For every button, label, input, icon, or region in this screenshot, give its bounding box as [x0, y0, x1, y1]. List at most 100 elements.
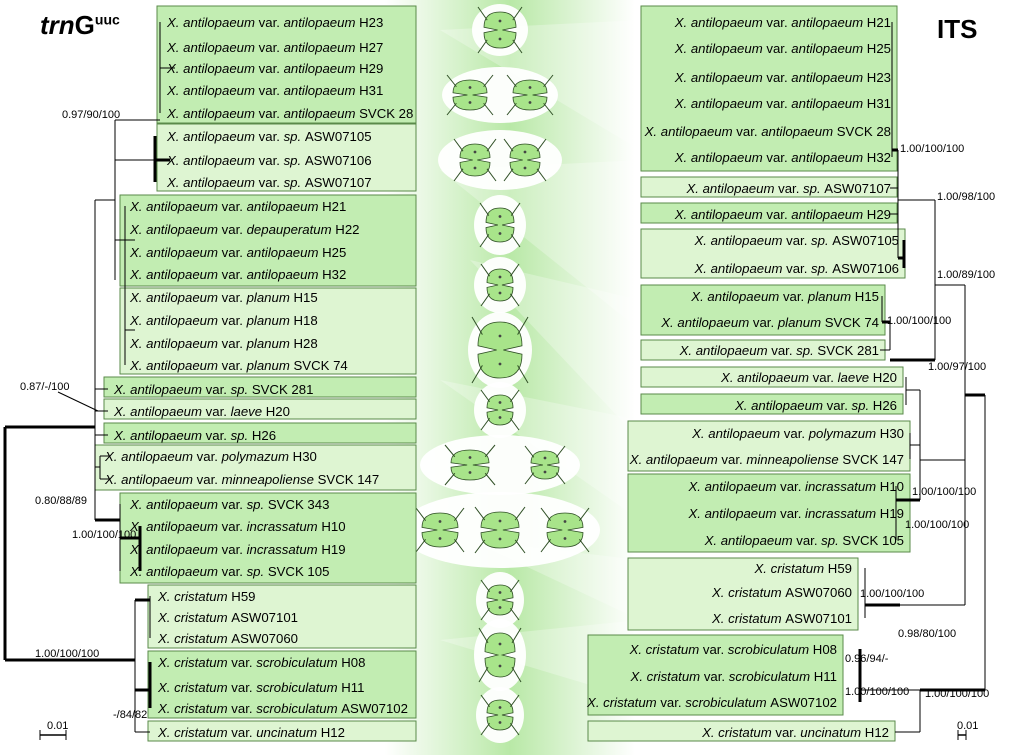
cell-spine — [524, 472, 535, 485]
cell-body — [485, 207, 515, 243]
right-support-value: 1.00/100/100 — [900, 143, 964, 155]
cell-body — [509, 143, 541, 177]
right-taxon-group: X. antilopaeum var. sp. SVCK 281 — [640, 339, 886, 361]
taxon-box — [147, 584, 417, 649]
cell-spine — [480, 694, 491, 708]
right-support-value: 0.98/80/100 — [898, 628, 956, 640]
taxon-label: X. cristatum var. scrobiculatum H11 — [157, 680, 364, 695]
taxon-label: X. antilopaeum var. sp. SVCK 105 — [129, 564, 329, 579]
cell-dot — [498, 37, 502, 41]
desmid-cell-icon — [444, 444, 496, 486]
right-taxon-group: X. antilopaeum var. antilopaeum H21 X. an… — [640, 5, 898, 172]
taxon-label: X. antilopaeum var. laeve H20 — [720, 370, 897, 385]
taxon-box — [640, 228, 906, 279]
cell-body — [450, 449, 490, 481]
right-support-value: 1.00/100/100 — [925, 688, 989, 700]
left-taxon-group: X. antilopaeum var. sp. SVCK 281 — [103, 376, 417, 398]
cell-dot — [438, 520, 442, 523]
cell-dot — [498, 642, 502, 646]
cell-spine — [480, 293, 491, 307]
cell-body — [452, 79, 488, 111]
taxon-box — [119, 492, 417, 584]
cell-dot — [468, 471, 472, 474]
taxon-label: X. antilopaeum var. sp. H26 — [113, 428, 276, 443]
cell-illustrations — [400, 4, 600, 743]
taxon-label: X. antilopaeum var. antilopaeum H29 — [166, 61, 383, 76]
taxon-label: X. antilopaeum var. laeve H20 — [113, 404, 290, 419]
cell-spine — [509, 607, 520, 621]
cell-spine — [446, 102, 457, 116]
cell-spine — [480, 389, 491, 403]
taxon-box — [156, 5, 417, 124]
cell-spine — [524, 445, 535, 458]
taxon-label: X. antilopaeum var. antilopaeum SVCK 28 — [644, 124, 891, 139]
cell-spine — [509, 293, 520, 307]
cell-spine — [484, 444, 496, 458]
cell-body — [459, 143, 491, 177]
cell-backdrop — [438, 130, 562, 190]
cell-spine — [536, 138, 547, 152]
taxon-label: X. antilopaeum var. sp. SVCK 343 — [129, 497, 329, 512]
cell-dot — [543, 470, 547, 474]
taxon-box — [119, 287, 417, 375]
cell-spine — [510, 202, 521, 216]
desmid-cell-icon — [480, 579, 520, 621]
taxon-box — [94, 444, 417, 491]
desmid-cell-icon — [415, 507, 465, 553]
taxon-label: X. antilopaeum var. antilopaeum H25 — [674, 41, 891, 56]
cell-dot — [468, 456, 472, 459]
cell-spine — [506, 102, 517, 116]
cell-dot — [438, 537, 442, 540]
taxon-label: X. antilopaeum var. antilopaeum H25 — [129, 245, 346, 260]
cell-spine — [540, 539, 551, 553]
cell-spine — [511, 627, 522, 644]
taxon-label: X. antilopaeum var. incrassatum H10 — [687, 479, 904, 494]
taxon-box — [627, 557, 859, 631]
cell-spine — [478, 666, 489, 683]
taxon-label: X. antilopaeum var. incrassatum H19 — [129, 542, 346, 557]
cell-dot — [498, 334, 502, 338]
right-support-value: 1.00/100/100 — [912, 486, 976, 498]
cell-spine — [471, 365, 483, 384]
taxon-label: X. antilopaeum var. antilopaeum H21 — [674, 15, 891, 30]
taxon-box — [156, 123, 417, 192]
taxon-label: X. antilopaeum var. sp. ASW07106 — [166, 153, 372, 168]
taxon-label: X. antilopaeum var. sp. SVCK 281 — [679, 343, 879, 358]
desmid-cell-icon — [480, 694, 520, 736]
cell-spine — [509, 722, 520, 736]
taxon-label: X. antilopaeum var. sp. SVCK 281 — [113, 382, 313, 397]
taxon-label: X. antilopaeum var. antilopaeum H29 — [674, 207, 891, 222]
cell-spine — [555, 445, 566, 458]
taxon-box — [640, 366, 904, 388]
cell-body — [483, 11, 517, 49]
cell-spine — [477, 6, 488, 21]
desmid-cell-icon — [474, 506, 526, 554]
desmid-cell-icon — [506, 74, 554, 116]
taxon-label: X. antilopaeum var. antilopaeum H31 — [166, 83, 383, 98]
desmid-cell-icon — [479, 202, 521, 248]
cell-body — [477, 321, 523, 379]
right-taxon-group: X. antilopaeum var. sp. H26 — [640, 393, 904, 415]
cell-dot — [498, 19, 502, 23]
cell-dot — [498, 232, 502, 235]
cell-body — [480, 511, 520, 549]
cell-dot — [498, 591, 502, 594]
cell-spine — [517, 365, 529, 384]
taxon-box — [640, 202, 898, 224]
taxon-label: X. antilopaeum var. polymazum H30 — [691, 426, 904, 441]
taxon-label: X. cristatum var. uncinatum H12 — [157, 725, 345, 740]
cell-body — [486, 699, 514, 731]
cell-spine — [453, 168, 464, 182]
cell-dot — [563, 537, 567, 540]
taxon-label: X. antilopaeum var. sp. ASW07107 — [685, 181, 891, 196]
cell-spine — [480, 263, 491, 277]
taxon-box — [103, 398, 417, 420]
taxon-box — [119, 194, 417, 287]
